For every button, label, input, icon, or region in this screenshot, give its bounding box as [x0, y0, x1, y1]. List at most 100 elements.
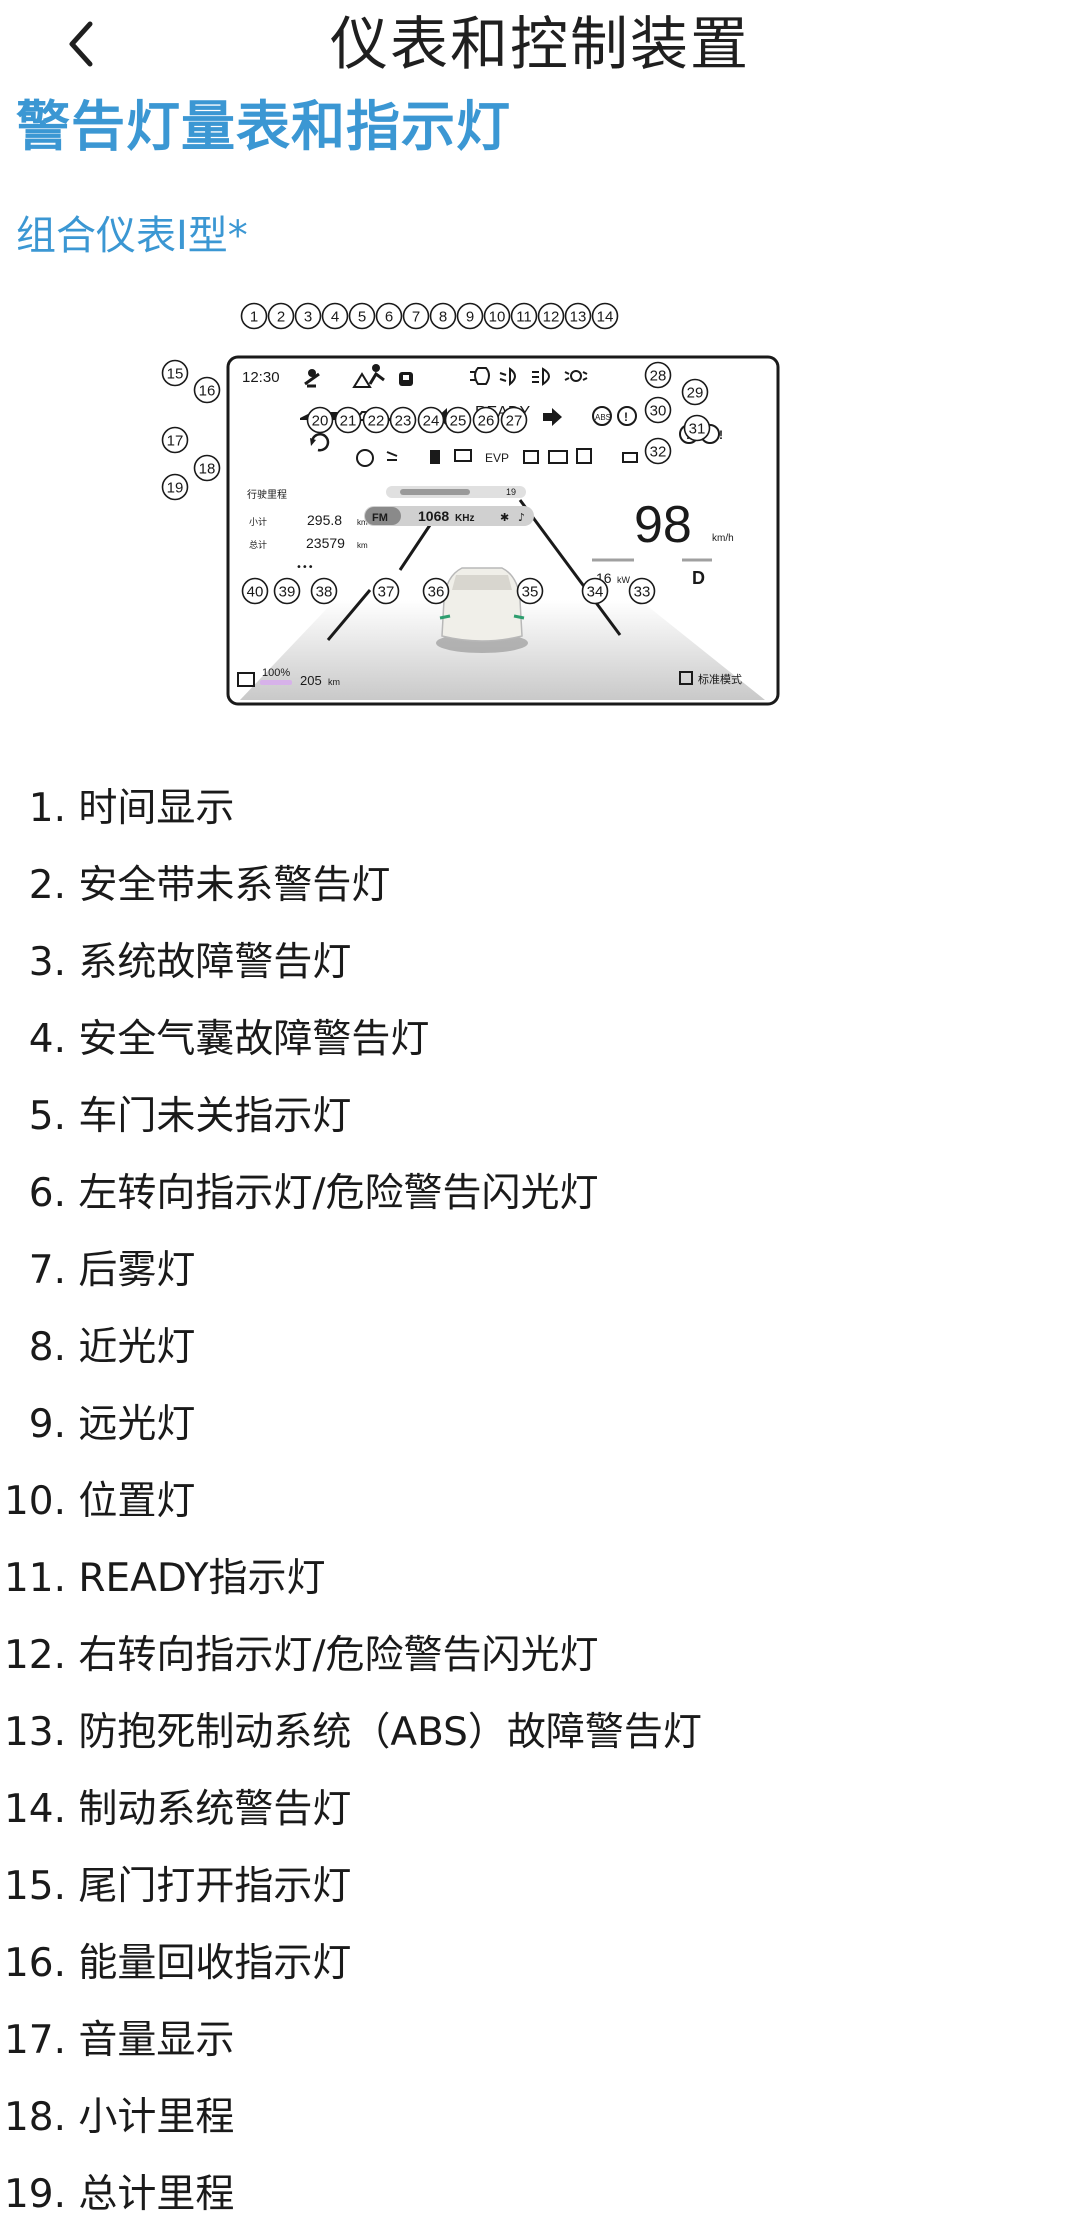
- legend-number: 6.: [28, 1171, 66, 1216]
- abs-icon: ABS: [592, 406, 612, 426]
- radio-unit: KHz: [455, 513, 474, 524]
- low-beam-icon: [499, 367, 516, 387]
- callout-number: 12: [543, 309, 560, 326]
- right-turn-icon: [543, 408, 562, 426]
- callout-circle: [372, 577, 400, 605]
- pedestrian-icon: [386, 451, 398, 461]
- callout-circle: [628, 577, 656, 605]
- seatbelt-icon: [304, 369, 320, 388]
- battery-level-bar: [260, 680, 292, 685]
- battery-fault-icon: [548, 450, 568, 464]
- low-battery-icon: [454, 449, 472, 462]
- row2-icons: [356, 448, 638, 467]
- subsection-title: 组合仪表I型*: [16, 213, 248, 259]
- legend-item: 4. 安全气囊故障警告灯: [0, 1001, 1080, 1078]
- subtotal-label: 小计: [249, 516, 267, 528]
- legend-text: 后雾灯: [78, 1248, 196, 1293]
- svg-text:!: !: [719, 428, 723, 442]
- legend-text: 总计里程: [78, 2172, 235, 2217]
- legend-number: 5.: [28, 1094, 66, 1139]
- callout-circle: [500, 406, 528, 434]
- legend-item: 19. 总计里程: [0, 2156, 1080, 2227]
- callout-number: 37: [378, 584, 395, 601]
- legend-number: 8.: [28, 1325, 66, 1370]
- volume-value: 19: [506, 487, 516, 497]
- legend-number: 13.: [3, 1710, 66, 1755]
- callout-number: 2: [277, 309, 285, 326]
- callout-circle: [429, 302, 457, 330]
- legend-text: 能量回收指示灯: [78, 1941, 352, 1986]
- lane-line-right: [518, 499, 622, 636]
- callout-circle: [444, 406, 472, 434]
- range-unit: km: [328, 677, 340, 687]
- legend-item: 18. 小计里程: [0, 2079, 1080, 2156]
- gear-indicator: D: [692, 568, 705, 588]
- subtotal-value: 295.8: [307, 512, 342, 528]
- callout-number: 16: [199, 383, 216, 400]
- legend-text: 音量显示: [78, 2018, 235, 2063]
- callout-circle: [510, 302, 538, 330]
- back-button[interactable]: [56, 12, 116, 72]
- callout-circle: [193, 454, 221, 482]
- callout-circle: [193, 376, 221, 404]
- callout-circle: [240, 302, 268, 330]
- volume-bar-fill: [400, 489, 470, 495]
- callout-circle: [389, 406, 417, 434]
- callout-circle: [683, 414, 711, 442]
- callout-number: 6: [385, 309, 393, 326]
- callout-circle: [516, 577, 544, 605]
- legend-item: 12. 右转向指示灯/危险警告闪光灯: [0, 1617, 1080, 1694]
- callout-number: 25: [450, 413, 467, 430]
- callout-number: 30: [650, 403, 667, 420]
- callout-number: 13: [570, 309, 587, 326]
- callout-circle: [644, 437, 672, 465]
- radio-frequency: 1068: [418, 508, 449, 524]
- legend-number: 18.: [3, 2095, 66, 2140]
- callout-circle: [402, 302, 430, 330]
- legend-number: 11.: [3, 1556, 66, 1601]
- legend-item: 16. 能量回收指示灯: [0, 1925, 1080, 2002]
- total-unit: km: [357, 541, 368, 550]
- callout-number: 14: [597, 309, 614, 326]
- charge-port-icon: [430, 450, 440, 464]
- callout-number: 23: [395, 413, 412, 430]
- callout-circle: [310, 577, 338, 605]
- rear-fog-icon: [470, 367, 490, 385]
- callout-circle: [564, 302, 592, 330]
- legend-text: 远光灯: [78, 1402, 196, 1447]
- legend-item: 9. 远光灯: [0, 1386, 1080, 1463]
- legend-text: 安全带未系警告灯: [78, 863, 391, 908]
- brake-warning-icon: !: [617, 406, 637, 426]
- callout-circle: [267, 302, 295, 330]
- callout-circle: [644, 361, 672, 389]
- callout-number: 33: [634, 584, 651, 601]
- callout-number: 36: [428, 584, 445, 601]
- instrument-cluster-diagram: 12:30 READY ABS ! ! ! EVP: [100, 300, 930, 750]
- power-limit-icon: [576, 448, 592, 464]
- top-bar: 仪表和控制装置: [0, 0, 1080, 90]
- callout-circle: [591, 302, 619, 330]
- callout-circle: [581, 577, 609, 605]
- callout-circle: [644, 396, 672, 424]
- legend-text: 时间显示: [78, 786, 235, 831]
- legend-text: READY指示灯: [78, 1556, 326, 1601]
- callout-number: 40: [247, 584, 264, 601]
- callout-number: 31: [689, 421, 706, 438]
- callout-number: 34: [587, 584, 604, 601]
- power-unit: kW: [617, 575, 631, 585]
- callout-number: 4: [331, 309, 339, 326]
- legend-item: 2. 安全带未系警告灯: [0, 847, 1080, 924]
- callout-number: 3: [304, 309, 312, 326]
- section-title: 警告灯量表和指示灯: [16, 95, 511, 158]
- legend-text: 防抱死制动系统（ABS）故障警告灯: [78, 1710, 702, 1755]
- evp-indicator: EVP: [485, 451, 509, 465]
- legend-number: 12.: [3, 1633, 66, 1678]
- cruise-icon: [356, 449, 374, 467]
- legend-item: 11. READY指示灯: [0, 1540, 1080, 1617]
- callout-circle: [456, 302, 484, 330]
- legend-text: 安全气囊故障警告灯: [78, 1017, 430, 1062]
- speed-unit: km/h: [712, 533, 734, 544]
- legend-number: 19.: [3, 2172, 66, 2217]
- callout-number: 32: [650, 444, 667, 461]
- legend-number: 17.: [3, 2018, 66, 2063]
